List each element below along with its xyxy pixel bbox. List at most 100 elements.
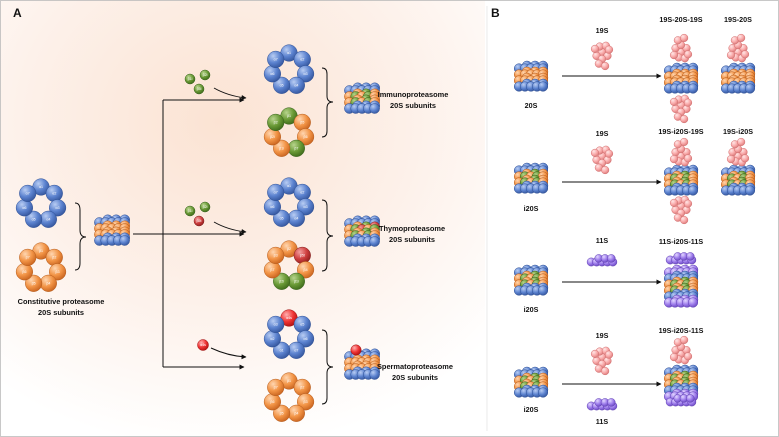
alpha-subunit-7: α3 — [267, 315, 285, 333]
b-row2-single-capped-complex — [720, 137, 756, 196]
19s-subunit — [726, 155, 736, 164]
cylinder-subunit — [119, 235, 130, 246]
alpha-subunit-3: α6 — [297, 330, 315, 348]
panel-a-letter: A — [13, 6, 22, 20]
19s-subunit — [590, 349, 600, 358]
alpha-subunit-4: α7 — [287, 341, 305, 359]
b-row3-core-label: i20S — [524, 305, 539, 314]
immuno-brace — [321, 67, 334, 138]
spermato-label-line2: 20S subunits — [392, 373, 438, 382]
immunoproteasome-cylinder — [344, 82, 380, 114]
subunit-label: α4 — [46, 217, 50, 221]
b-row4-regulator-label-19s: 19S — [596, 331, 609, 340]
19s-subunit — [669, 97, 679, 106]
b-row2-19s-regulator — [590, 145, 614, 175]
free-subunit-b5t: β5t — [193, 215, 205, 227]
immuno-label-line1: Immunoproteasome — [378, 90, 449, 99]
alpha-subunit-6: α6 — [263, 65, 281, 83]
alpha-subunit-4: α4 — [287, 209, 305, 227]
19s-subunit — [601, 61, 610, 71]
11s-subunit — [686, 394, 695, 403]
alpha-subunit-4: α4 — [39, 210, 57, 228]
subunit-label: α2 — [300, 57, 304, 61]
subunit-label: β1i — [279, 146, 284, 150]
subunit-label: α6 — [270, 205, 274, 209]
alpha-subunit-5: α5 — [273, 209, 291, 227]
b-row1-single-capped-complex — [720, 33, 756, 94]
subunit-label: β1i — [294, 279, 299, 283]
beta-subunit-7: β2 — [267, 113, 285, 131]
19s-subunit — [680, 137, 689, 147]
beta-subunit-2: β5t — [293, 246, 311, 264]
free-subunit-b2i: β2i — [199, 69, 211, 81]
subunit-label: β7 — [294, 146, 298, 150]
b-row2-core-label: i20S — [524, 204, 539, 213]
beta-subunit-2: β5 — [293, 113, 311, 131]
immuno-curved-arrow — [213, 87, 247, 100]
subunit-label: α3 — [56, 206, 60, 210]
thymo-brace — [321, 199, 334, 272]
b-row4-core-label: i20S — [524, 405, 539, 414]
b-row2-i20s-core — [513, 162, 549, 194]
b-row1-regulator-label: 19S — [596, 26, 609, 35]
beta-subunit-5: β1i — [273, 139, 291, 157]
subunit-label: α6 — [22, 206, 26, 210]
subunit-label: α5 — [32, 217, 36, 221]
subunit-label: β5t — [196, 219, 201, 223]
beta-subunit-5: β5 — [273, 404, 291, 422]
subunit-label: β2 — [287, 247, 291, 251]
19s-subunit — [680, 33, 689, 43]
subunit-label: β1i — [188, 209, 193, 213]
b-row1-double-capped-complex — [663, 33, 699, 124]
subunit-label: α1 — [287, 51, 291, 55]
alpha4s-marker — [350, 344, 362, 356]
alpha-subunit-2: α5 — [293, 315, 311, 333]
spermatoproteasome-cylinder — [344, 344, 380, 380]
subunit-label: β5 — [300, 120, 304, 124]
cylinder-subunit — [537, 183, 549, 194]
beta-subunit-4: β4 — [287, 404, 305, 422]
b-row3-11s-regulator — [586, 254, 618, 267]
spermato-brace — [321, 329, 334, 405]
cylinder-subunit — [369, 369, 380, 380]
19s-subunit — [726, 51, 736, 60]
subunit-label: α1 — [39, 185, 43, 189]
alpha-subunit-6: α2 — [263, 330, 281, 348]
alpha-subunit-4: α4 — [287, 76, 305, 94]
alpha-subunit-5: α5 — [25, 210, 43, 228]
subunit-label: α5 — [280, 216, 284, 220]
beta-subunit-7: β7 — [267, 378, 285, 396]
thymo-label-line2: 20S subunits — [389, 235, 435, 244]
subunit-label: β7 — [274, 385, 278, 389]
subunit-label: β2 — [274, 120, 278, 124]
b-row3-product1-label: 11S-i20S-11S — [659, 237, 704, 246]
subunit-label: α1 — [287, 184, 291, 188]
19s-subunit — [669, 51, 679, 60]
subunit-label: α3 — [304, 205, 308, 209]
spermato-free-subunit: α4s — [197, 339, 209, 351]
19s-subunit — [680, 215, 689, 225]
11s-subunit — [607, 398, 616, 407]
cylinder-subunit — [369, 236, 380, 247]
19s-subunit — [601, 366, 610, 376]
beta-subunit-7: β3 — [267, 246, 285, 264]
b-row1-core-label: 20S — [525, 101, 538, 110]
free-subunit-b2i: β2i — [199, 201, 211, 213]
b-row4-regulator-label-11s: 11S — [596, 417, 609, 426]
alpha-subunit-2: α2 — [293, 50, 311, 68]
beta-subunit-3: β3 — [49, 263, 67, 281]
alpha-subunit-6: α6 — [263, 198, 281, 216]
subunit-label: α2 — [300, 190, 304, 194]
beta-subunit-5: β2i — [273, 272, 291, 290]
free-subunit-a4s: α4s — [197, 339, 209, 351]
beta-subunit-4: β4 — [39, 274, 57, 292]
beta-subunit-3: β6 — [297, 128, 315, 146]
subunit-label: β2 — [300, 385, 304, 389]
19s-subunit — [669, 155, 679, 164]
subunit-label: α7 — [274, 57, 278, 61]
